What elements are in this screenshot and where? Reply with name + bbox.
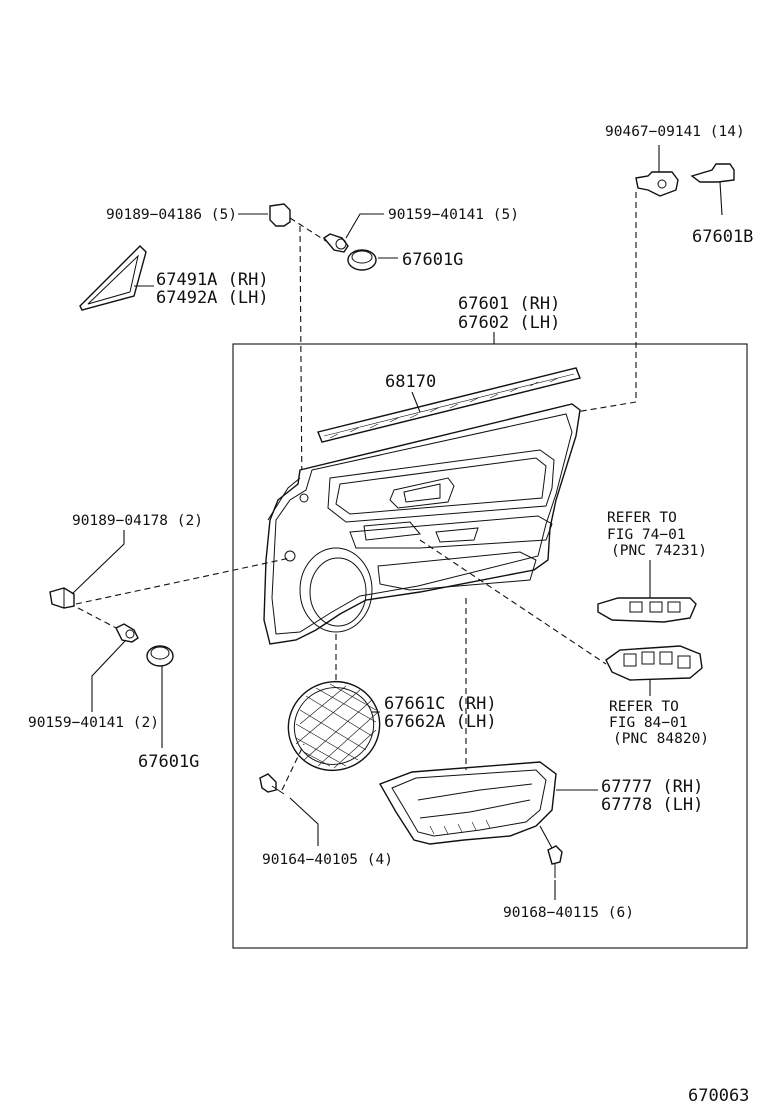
screw-90168-40115-icon[interactable]: [547, 845, 563, 878]
label-67601g-top: 67601G: [402, 250, 463, 270]
lower-trim-icon[interactable]: [378, 761, 557, 845]
door-trim-panel-icon[interactable]: [263, 403, 581, 645]
label-67491a: 67491A (RH): [156, 270, 269, 290]
ref-84-01-line3: (PNC 84820): [613, 731, 709, 747]
ref-74-01-line2: FIG 74−01: [607, 527, 686, 543]
clip-90189-04186-icon[interactable]: [269, 203, 291, 227]
label-68170: 68170: [385, 372, 436, 392]
label-90467-09141: 90467−09141 (14): [605, 124, 745, 140]
label-67777: 67777 (RH): [601, 777, 703, 797]
weatherstrip-68170-icon[interactable]: [317, 367, 581, 443]
clip-90189-04178-icon[interactable]: [49, 587, 75, 609]
label-90159-40141-lower: 90159−40141 (2): [28, 715, 159, 731]
ref-84-01-line2: FIG 84−01: [609, 715, 688, 731]
screw-90159-40141-icon[interactable]: [322, 233, 349, 253]
label-90189-04178: 90189−04178 (2): [72, 513, 203, 529]
label-67661c: 67661C (RH): [384, 694, 497, 714]
clip-90467-icon[interactable]: [635, 145, 679, 197]
label-90189-04186: 90189−04186 (5): [106, 207, 237, 223]
switch-84820-icon[interactable]: [605, 645, 703, 681]
ref-74-01-line1: REFER TO: [607, 510, 677, 526]
switch-base-74231-icon[interactable]: [597, 597, 697, 623]
ref-84-01-line1: REFER TO: [609, 699, 679, 715]
label-67601: 67601 (RH): [458, 294, 560, 314]
ref-74-01-line3: (PNC 74231): [611, 543, 707, 559]
label-67492a: 67492A (LH): [156, 288, 269, 308]
label-67602: 67602 (LH): [458, 313, 560, 333]
assembly-frame: [232, 343, 748, 949]
label-67778: 67778 (LH): [601, 795, 703, 815]
screw-90164-40105-icon[interactable]: [259, 773, 285, 795]
label-67601g-bottom: 67601G: [138, 752, 199, 772]
triangle-garnish-icon[interactable]: [79, 245, 147, 311]
figure-number: 670063: [688, 1086, 749, 1106]
cap-67601g-top-icon[interactable]: [347, 249, 377, 271]
screw-90159-40141-lower-icon[interactable]: [115, 623, 139, 643]
label-90164-40105: 90164−40105 (4): [262, 852, 393, 868]
label-90159-40141-top: 90159−40141 (5): [388, 207, 519, 223]
label-67662a: 67662A (LH): [384, 712, 497, 732]
screw-67601b-icon[interactable]: [690, 163, 735, 216]
label-67601b: 67601B: [692, 227, 753, 247]
label-90168-40115: 90168−40115 (6): [503, 905, 634, 921]
speaker-grille-icon[interactable]: [274, 667, 395, 786]
cap-67601g-bottom-icon[interactable]: [146, 645, 174, 667]
